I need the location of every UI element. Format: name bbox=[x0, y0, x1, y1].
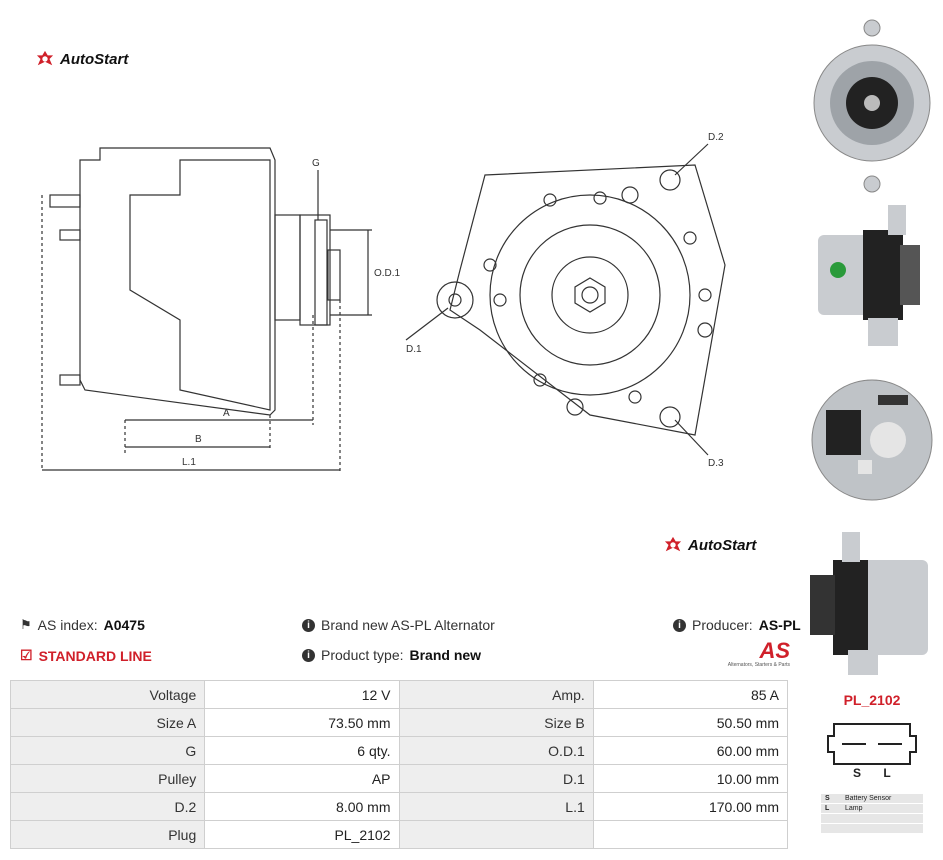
brand-name: AutoStart bbox=[688, 536, 757, 554]
spec-value: PL_2102 bbox=[204, 820, 400, 849]
product-photo-rear bbox=[808, 355, 936, 525]
producer: i Producer: AS-PL bbox=[673, 617, 801, 633]
spec-value bbox=[592, 820, 789, 849]
spec-value: 8.00 mm bbox=[204, 792, 400, 821]
producer-logo-mark: AS bbox=[759, 638, 790, 663]
legend-row: L Lamp bbox=[821, 804, 923, 813]
label-b: B bbox=[195, 434, 202, 445]
label-od1: O.D.1 bbox=[374, 268, 401, 279]
spec-label: Voltage bbox=[9, 680, 206, 709]
label-d1: D.1 bbox=[406, 344, 422, 355]
spec-label: O.D.1 bbox=[398, 736, 594, 765]
product-type-value: Brand new bbox=[409, 647, 482, 663]
label-d2: D.2 bbox=[708, 132, 724, 143]
legend-row: S Battery Sensor bbox=[821, 794, 923, 803]
plug-diagram bbox=[827, 723, 917, 765]
producer-logo: AS Alternators, Starters & Parts bbox=[716, 638, 790, 669]
autostart-logo-icon bbox=[36, 50, 54, 66]
side-view-drawing bbox=[41, 147, 372, 472]
spec-label: Amp. bbox=[398, 680, 594, 709]
label-l1: L.1 bbox=[182, 457, 196, 468]
label-d3: D.3 bbox=[708, 458, 724, 469]
legend-pin: L bbox=[825, 805, 830, 812]
producer-value: AS-PL bbox=[758, 617, 801, 633]
standard-line-label: STANDARD LINE bbox=[38, 647, 152, 664]
as-index-label: AS index: bbox=[37, 617, 98, 633]
autostart-logo-icon bbox=[664, 536, 682, 552]
spec-label: G bbox=[9, 736, 206, 765]
spec-value: 50.50 mm bbox=[592, 708, 789, 737]
legend-desc: Lamp bbox=[845, 805, 863, 812]
checkbox-icon: ☑ bbox=[20, 647, 33, 663]
as-index: ⚑ AS index: A0475 bbox=[20, 617, 145, 633]
spec-label: L.1 bbox=[398, 792, 594, 821]
producer-logo-caption: Alternators, Starters & Parts bbox=[727, 662, 790, 668]
info-icon: i bbox=[302, 618, 315, 632]
product-photo-front bbox=[808, 8, 936, 198]
legend-pin: S bbox=[825, 795, 830, 802]
spec-value: 12 V bbox=[204, 680, 400, 709]
spec-value: 73.50 mm bbox=[204, 708, 400, 737]
description-text: Brand new AS-PL Alternator bbox=[321, 617, 495, 633]
legend-row bbox=[821, 814, 923, 823]
brand-name: AutoStart bbox=[60, 50, 129, 68]
brand-logo: AutoStart bbox=[36, 50, 128, 68]
legend-row bbox=[821, 824, 923, 833]
product-type-label: Product type: bbox=[321, 647, 404, 663]
plug-code: PL_2102 bbox=[843, 692, 901, 708]
tag-icon: ⚑ bbox=[20, 617, 32, 632]
info-icon: i bbox=[302, 648, 315, 662]
label-a: A bbox=[223, 408, 230, 419]
plug-pin-s: S bbox=[852, 766, 861, 780]
label-g: G bbox=[312, 158, 320, 169]
legend-desc: Battery Sensor bbox=[845, 795, 892, 802]
spec-label bbox=[398, 820, 594, 849]
producer-label: Producer: bbox=[692, 617, 753, 633]
info-icon: i bbox=[673, 618, 686, 632]
spec-label: D.1 bbox=[398, 764, 594, 793]
front-view-drawing bbox=[405, 143, 726, 456]
spec-value: AP bbox=[204, 764, 400, 793]
description: i Brand new AS-PL Alternator bbox=[302, 617, 495, 633]
brand-logo-secondary: AutoStart bbox=[664, 536, 756, 554]
product-photo-side-2 bbox=[808, 530, 936, 680]
plug-pin-l: L bbox=[883, 766, 891, 780]
spec-value: 10.00 mm bbox=[592, 764, 789, 793]
product-type: i Product type: Brand new bbox=[302, 647, 481, 663]
spec-value: 85 A bbox=[592, 680, 789, 709]
spec-label: Size A bbox=[9, 708, 206, 737]
spec-label: D.2 bbox=[9, 792, 206, 821]
standard-line: ☑ STANDARD LINE bbox=[20, 647, 152, 664]
spec-label: Size B bbox=[398, 708, 594, 737]
spec-label: Plug bbox=[9, 820, 206, 849]
spec-value: 60.00 mm bbox=[592, 736, 789, 765]
spec-label: Pulley bbox=[9, 764, 206, 793]
product-photo-side bbox=[808, 200, 936, 350]
as-index-value: A0475 bbox=[103, 617, 145, 633]
spec-value: 170.00 mm bbox=[592, 792, 789, 821]
spec-value: 6 qty. bbox=[204, 736, 400, 765]
technical-drawing: G O.D.1 A B L.1 D.1 D.2 D.3 bbox=[41, 132, 726, 472]
